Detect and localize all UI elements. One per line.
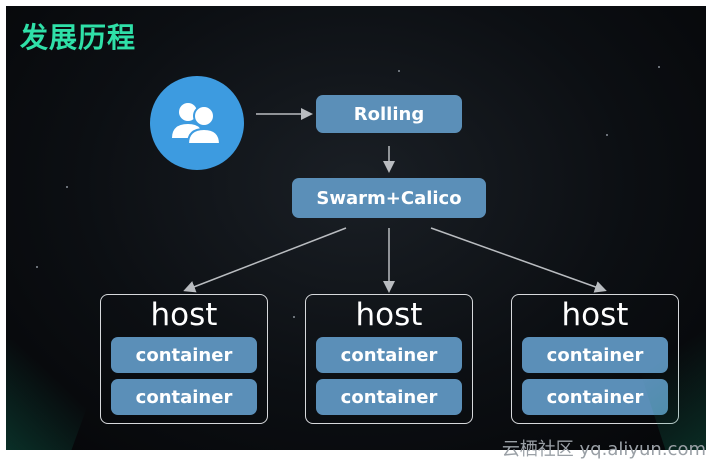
host-label: host bbox=[150, 297, 218, 333]
swarm-calico-node: Swarm+Calico bbox=[292, 178, 486, 218]
slide: 发展历程 Rolling Swarm+Calico host container… bbox=[6, 6, 706, 450]
host-label: host bbox=[561, 297, 629, 333]
container-box: container bbox=[522, 379, 668, 415]
star-dot bbox=[293, 316, 295, 318]
star-dot bbox=[36, 266, 38, 268]
star-dot bbox=[66, 186, 68, 188]
arrow-swarm-to-host-3 bbox=[430, 227, 607, 293]
host-box-2: host container container bbox=[305, 294, 473, 424]
container-box: container bbox=[316, 379, 462, 415]
user-avatar bbox=[150, 76, 244, 170]
host-label: host bbox=[355, 297, 423, 333]
arrows bbox=[183, 108, 607, 293]
users-icon bbox=[172, 103, 222, 145]
host-box-1: host container container bbox=[100, 294, 268, 424]
host-box-3: host container container bbox=[511, 294, 679, 424]
rolling-node: Rolling bbox=[316, 95, 462, 133]
container-box: container bbox=[522, 337, 668, 373]
container-box: container bbox=[111, 337, 257, 373]
star-dot bbox=[606, 134, 608, 136]
container-box: container bbox=[316, 337, 462, 373]
watermark: 云栖社区 yq.aliyun.com bbox=[501, 439, 706, 460]
star-dot bbox=[398, 70, 400, 72]
star-dot bbox=[658, 66, 660, 68]
slide-title: 发展历程 bbox=[20, 21, 137, 54]
arrow-swarm-to-host-1 bbox=[183, 227, 347, 293]
container-box: container bbox=[111, 379, 257, 415]
